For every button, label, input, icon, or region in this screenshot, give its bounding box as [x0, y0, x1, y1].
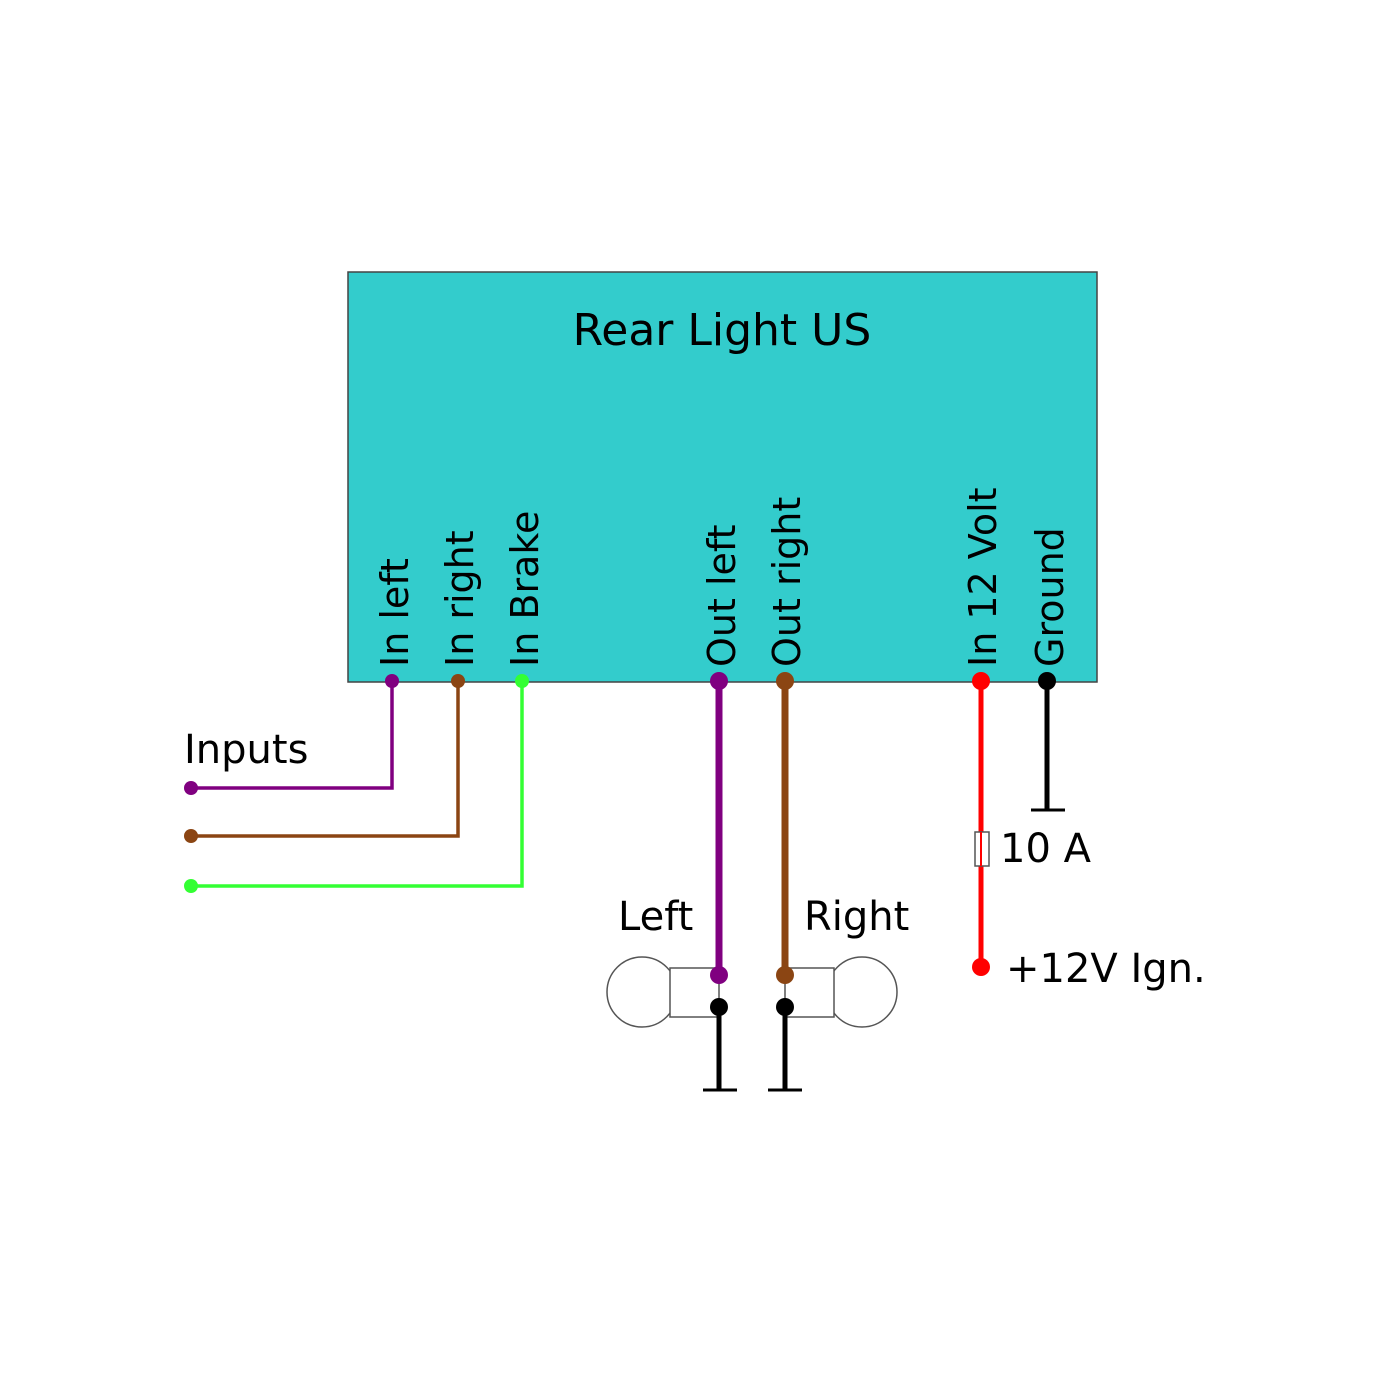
fuse-label: 10 A [1000, 826, 1092, 872]
module-title: Rear Light US [573, 305, 872, 356]
wire-in-right [191, 681, 460, 838]
pin-label-ground: Ground [1028, 527, 1072, 667]
pin-label-out-left: Out left [700, 524, 744, 667]
lamp-contact-right [776, 966, 794, 984]
lamp-ground-dot-right [776, 998, 794, 1016]
pin-dot-ground [1038, 672, 1056, 690]
left-lamp-label: Left [618, 894, 693, 940]
pin-dot-in-right [451, 674, 465, 688]
pin-dot-out-left [710, 672, 728, 690]
pin-label-in-left: In left [373, 558, 417, 667]
pin-label-out-right: Out right [765, 497, 809, 667]
lamp-ground-dot-left [710, 998, 728, 1016]
wire-in-brake [191, 681, 524, 888]
pin-label-in-brake: In Brake [503, 511, 547, 667]
pin-dot-out-right [776, 672, 794, 690]
input-end-dot-right [184, 829, 198, 843]
wire-in-left [191, 681, 394, 790]
left-bulb-icon [606, 956, 720, 1028]
inputs-label: Inputs [184, 727, 308, 773]
input-end-dot-brake [184, 879, 198, 893]
right-bulb-icon [784, 956, 898, 1028]
pin-dot-in-12-volt [972, 672, 990, 690]
input-end-dot-left [184, 781, 198, 795]
pin-dot-in-left [385, 674, 399, 688]
supply-terminal-dot [972, 958, 990, 976]
right-lamp-label: Right [804, 894, 909, 940]
module-box [347, 271, 1098, 683]
pin-label-in-12-volt: In 12 Volt [961, 487, 1005, 667]
pin-dot-in-brake [515, 674, 529, 688]
pin-label-in-right: In right [438, 530, 482, 667]
lamp-contact-left [710, 966, 728, 984]
supply-label: +12V Ign. [1006, 946, 1206, 992]
